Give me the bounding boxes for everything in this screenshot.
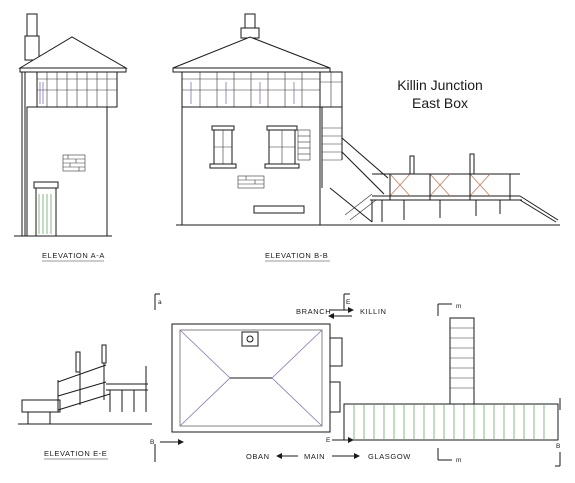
label-killin: KILLIN (360, 307, 387, 316)
chimney-aa (26, 13, 38, 37)
label-oban: OBAN (246, 452, 270, 461)
chimney-bb (244, 13, 256, 29)
label-elevation-aa: ELEVATION A-A (42, 251, 105, 260)
label-glasgow: GLASGOW (368, 452, 411, 461)
elevation-ee-view (18, 344, 152, 425)
brick-patch-aa (62, 154, 86, 172)
section-letter-m-top: m (456, 303, 462, 310)
section-mark-b-right (555, 398, 561, 467)
arrow-e-bottom (332, 437, 354, 443)
label-elevation-bb: ELEVATION B-B (265, 251, 328, 260)
drawing-title-line2: East Box (411, 95, 469, 111)
label-elevation-ee: ELEVATION E-E (44, 449, 107, 458)
roof-bb (172, 36, 331, 69)
section-letter-e-bottom: E (326, 437, 331, 444)
walkway-truss-bb (370, 153, 559, 223)
window-left-bb (209, 125, 237, 169)
section-mark-m-bottom (437, 448, 452, 461)
arrow-killin (328, 313, 352, 319)
section-letter-e-top: E (346, 299, 351, 306)
arrow-main-left (276, 453, 298, 459)
section-letter-b-left: B (150, 439, 155, 446)
section-mark-b-left (154, 439, 184, 462)
staircase-bb (321, 107, 389, 223)
elevation-bb-view (172, 13, 560, 226)
chimney-stack-aa (24, 35, 40, 61)
section-mark-e-top (343, 293, 350, 310)
plan-view (154, 293, 561, 467)
roof-plan-inner (179, 329, 323, 427)
chimney-plan (241, 331, 259, 347)
section-letter-a: a (158, 299, 162, 306)
elevation-aa-view (14, 13, 128, 237)
label-main: MAIN (304, 452, 325, 461)
section-mark-a-top (154, 293, 160, 310)
walkway-planks-plan (343, 403, 559, 441)
section-letter-m-bottom: m (456, 457, 462, 464)
arrow-branch (330, 307, 354, 313)
brick-patch-bb (237, 129, 311, 189)
label-branch: BRANCH (296, 307, 331, 316)
section-letter-b-right: B (556, 443, 561, 450)
drawing-title-line1: Killin Junction (397, 77, 483, 93)
section-mark-m-top (437, 303, 452, 316)
steps-plan (449, 317, 475, 405)
window-right-bb (264, 125, 300, 169)
nameboard-bb (253, 205, 305, 214)
arrow-main-right (332, 453, 360, 459)
